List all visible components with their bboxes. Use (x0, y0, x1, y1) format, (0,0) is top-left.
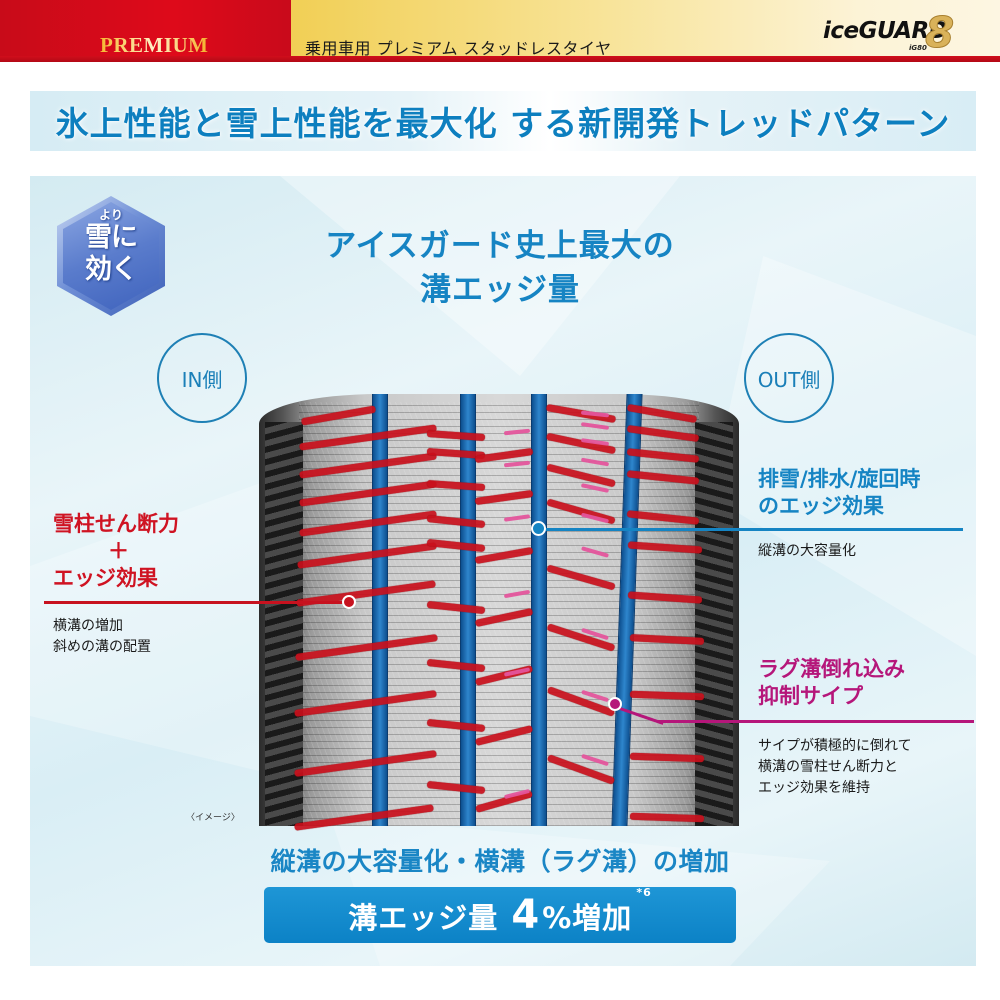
callout-left-description: 横溝の増加 斜めの溝の配置 (53, 616, 151, 658)
hexagon-inner (63, 202, 159, 310)
header-red-stripe (0, 56, 1000, 62)
callout-marker-red (342, 595, 356, 609)
snow-badge: より 雪に 効く (57, 196, 165, 316)
header-banner: PREMIUM 乗用車用 プレミアム スタッドレスタイヤ iceGUARD iG… (0, 0, 1000, 62)
callout-marker-pink (608, 697, 622, 711)
callout-right-title-line-1: 排雪/排水/旋回時 (758, 467, 921, 491)
brand-model-code: iG80 (909, 44, 927, 52)
callout-left-desc-line-1: 横溝の増加 (53, 618, 123, 634)
callout-marker-blue (531, 521, 546, 536)
badge-line-2: 効く (85, 254, 138, 285)
brand-name: iceGUARD (823, 18, 948, 44)
badge-small-text: より (99, 208, 123, 222)
circumferential-groove (531, 394, 547, 826)
badge-line-1: 雪に (85, 222, 138, 253)
summary-prefix: 溝エッジ量 (348, 901, 499, 935)
callout-shear-force-title: 雪柱せん断力 ＋ エッジ効果 (53, 511, 179, 592)
out-side-text: OUT側 (757, 367, 821, 392)
callout-right-description: 縦溝の大容量化 (758, 541, 856, 562)
callout-pink-description: サイプが積極的に倒れて 横溝の雪柱せん断力と エッジ効果を維持 (758, 736, 912, 799)
callout-leader-line-blue (540, 528, 963, 531)
callout-left-title-line-2: エッジ効果 (53, 566, 158, 590)
callout-pink-title-line-1: ラグ溝倒れ込み (758, 657, 905, 681)
callout-right-title-line-2: のエッジ効果 (758, 494, 884, 518)
callout-leader-line-red (44, 601, 351, 604)
callout-right-desc-line-1: 縦溝の大容量化 (758, 543, 856, 559)
header-gold-panel (291, 0, 1000, 56)
section-title: アイスガード史上最大の 溝エッジ量 (0, 224, 1000, 312)
headline-strip: 氷上性能と雪上性能を最大化 する新開発トレッドパターン (30, 91, 976, 151)
section-title-line-1: アイスガード史上最大の (325, 228, 675, 264)
summary-subtitle: 縦溝の大容量化・横溝（ラグ溝）の増加 (270, 847, 730, 876)
in-side-label: IN側 (157, 333, 247, 423)
callout-left-title-line-1: 雪柱せん断力 (53, 512, 179, 536)
callout-leader-line-pink (658, 720, 974, 723)
callout-left-desc-line-2: 斜めの溝の配置 (53, 639, 151, 655)
summary-highlight-text: 溝エッジ量 4%増加*6 (348, 886, 651, 938)
product-category: 乗用車用 プレミアム スタッドレスタイヤ (305, 39, 612, 58)
callout-edge-effect-title: 排雪/排水/旋回時 のエッジ効果 (758, 466, 920, 520)
summary-number: 4 (511, 892, 541, 938)
brand-generation: 8 (924, 8, 955, 58)
callout-pink-desc-line-3: エッジ効果を維持 (758, 780, 870, 796)
circumferential-groove (372, 394, 388, 826)
summary-footnote: *6 (636, 886, 652, 899)
tire-tread-illustration (259, 382, 739, 831)
plus-icon: ＋ (108, 539, 129, 563)
headline-text: 氷上性能と雪上性能を最大化 する新開発トレッドパターン (55, 104, 951, 143)
main-panel (30, 176, 976, 966)
callout-pink-title-line-2: 抑制サイプ (758, 684, 863, 708)
premium-label: PREMIUM (100, 33, 209, 57)
callout-pink-desc-line-1: サイプが積極的に倒れて (758, 738, 912, 754)
image-disclaimer: 〈イメージ〉 (186, 813, 240, 823)
summary-highlight-box: 溝エッジ量 4%増加*6 (264, 886, 736, 943)
in-side-text: IN側 (181, 367, 223, 392)
callout-pink-desc-line-2: 横溝の雪柱せん断力と (758, 759, 898, 775)
badge-text: より 雪に 効く (57, 208, 165, 286)
tire-shoulder-left (265, 422, 303, 826)
summary-suffix: %増加 (542, 901, 633, 935)
out-side-label: OUT側 (744, 333, 834, 423)
section-title-line-2: 溝エッジ量 (420, 272, 580, 308)
header-red-panel (0, 0, 291, 56)
callout-sipe-title: ラグ溝倒れ込み 抑制サイプ (758, 656, 905, 710)
ice-facet-decoration (710, 256, 976, 656)
tire-shoulder-right (695, 422, 733, 826)
